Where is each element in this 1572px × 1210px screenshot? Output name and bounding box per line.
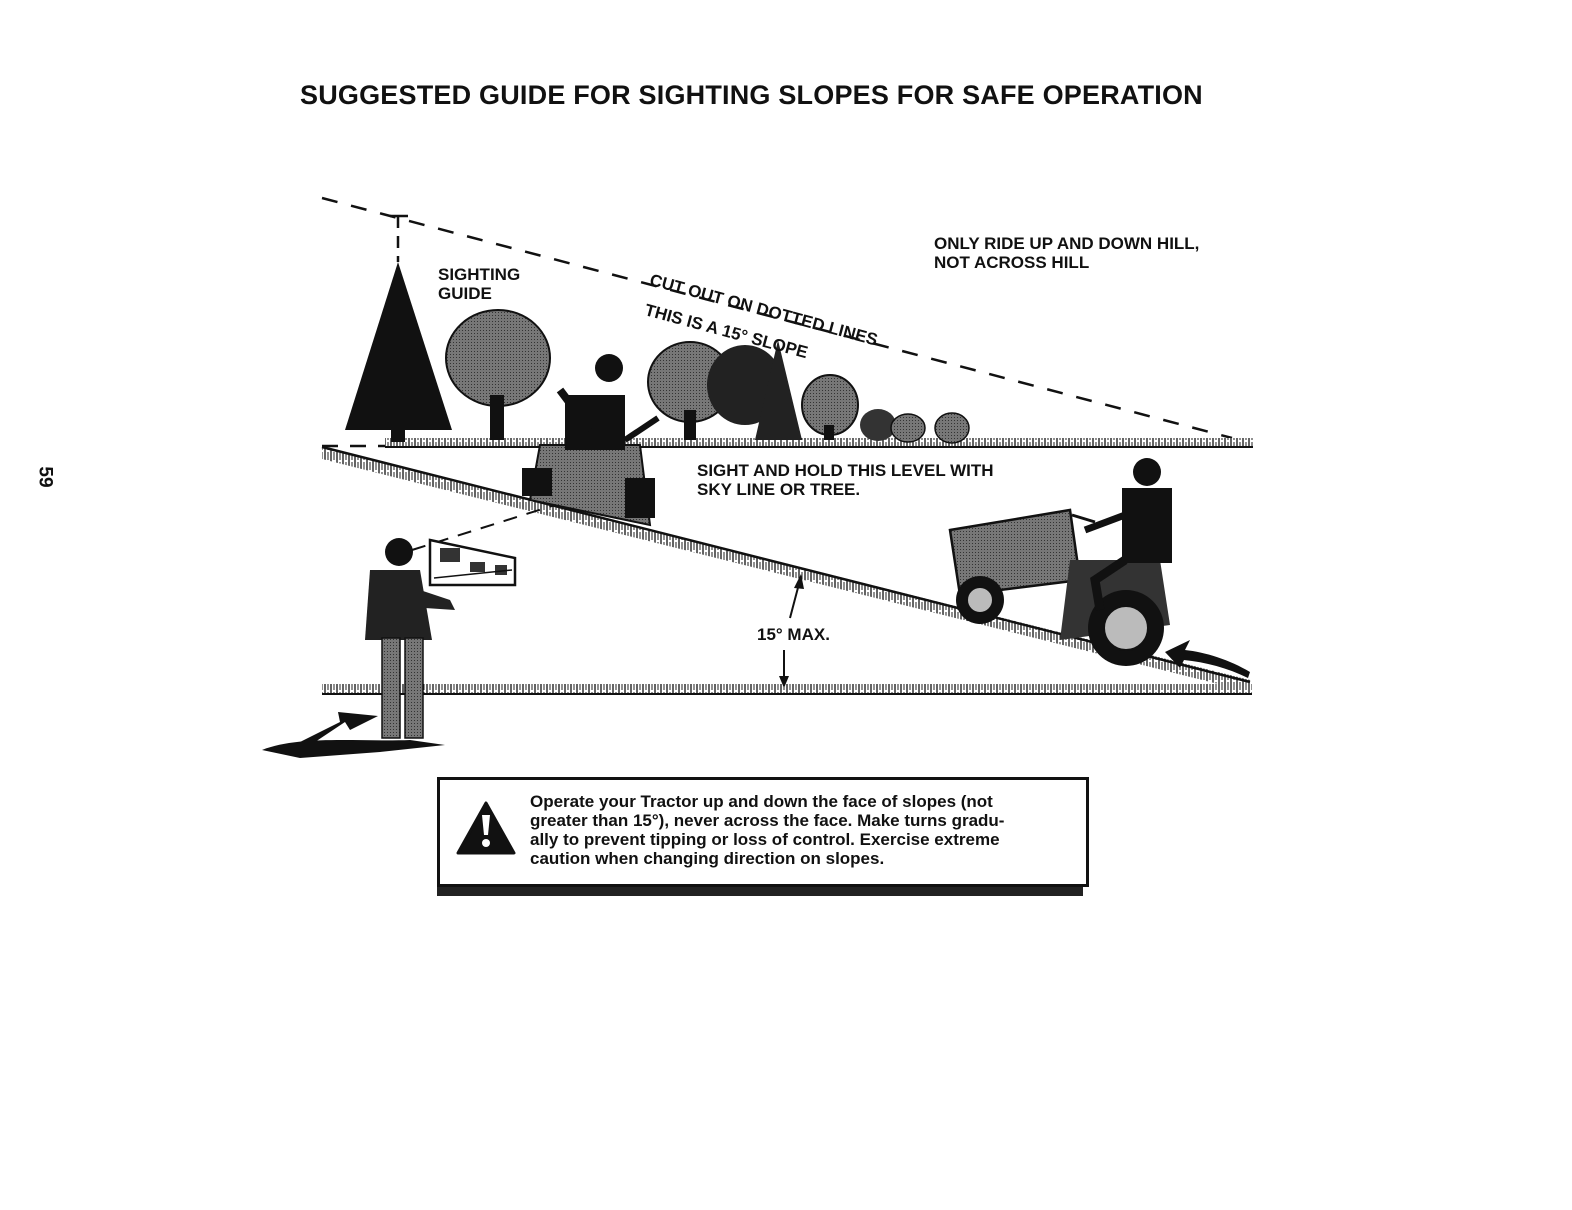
warning-box [437,777,1089,887]
horizon-ground [385,438,1253,447]
max-angle-label: 15° MAX. [757,625,830,644]
rear-tractor-rider [522,354,660,527]
pine-tree [345,262,452,442]
bottom-ground [322,684,1252,694]
person-shadow [262,740,445,758]
person-sighting [365,538,517,739]
page-title: SUGGESTED GUIDE FOR SIGHTING SLOPES FOR … [300,80,1203,110]
tractor-on-slope [948,458,1172,666]
walk-arrow-icon [300,712,378,742]
warning-triangle-icon [456,801,516,855]
sighting-dashed-line [321,196,1233,440]
tree-row [445,309,970,444]
slope-surface [322,447,1250,692]
sighting-guide-label: SIGHTING GUIDE [438,265,521,303]
ride-direction-note: ONLY RIDE UP AND DOWN HILL, NOT ACROSS H… [934,234,1200,272]
sight-level-note: SIGHT AND HOLD THIS LEVEL WITH SKY LINE … [697,461,994,499]
warning-box-shadow [437,887,1083,896]
warning-text: Operate your Tractor up and down the fac… [530,792,1005,868]
uphill-arrow-icon [1165,640,1250,678]
